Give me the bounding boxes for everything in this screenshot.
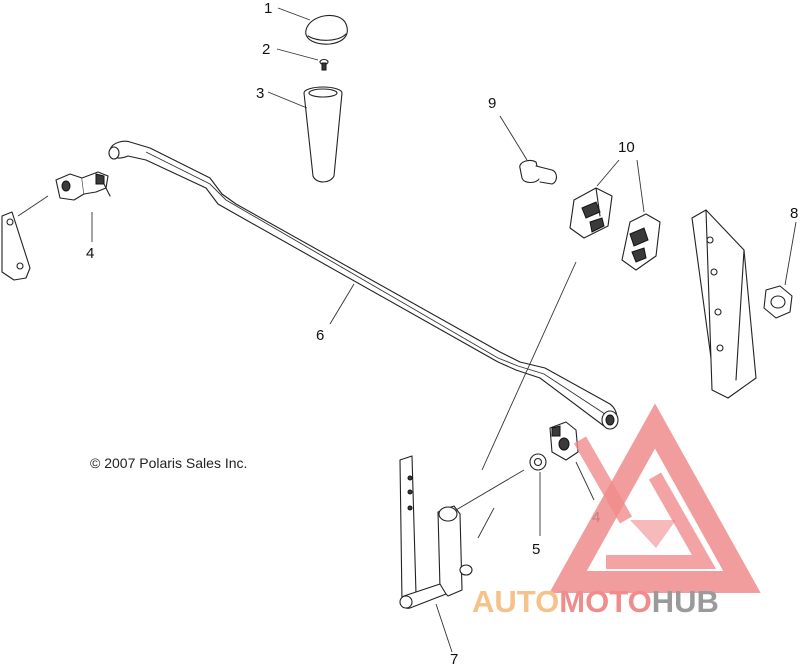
callout-9: 9 — [488, 95, 496, 112]
rod-end-right — [549, 421, 579, 461]
callout-7: 7 — [450, 651, 458, 665]
watermark-logo-icon — [549, 403, 761, 593]
pivot-bolt — [519, 159, 558, 185]
link-arm-left — [1, 211, 31, 281]
bushing-right — [621, 213, 661, 271]
watermark-auto: AUTO — [472, 584, 559, 619]
knob-cap — [305, 14, 348, 45]
callout-6: 6 — [316, 327, 324, 344]
washer — [529, 453, 547, 471]
watermark-text: AUTOMOTOHUB — [472, 584, 719, 619]
bushing-left — [569, 187, 613, 239]
screw — [319, 58, 329, 71]
callout-1: 1 — [264, 0, 272, 17]
copyright-notice: © 2007 Polaris Sales Inc. — [90, 455, 247, 471]
shift-grip — [303, 86, 343, 183]
callout-5: 5 — [532, 541, 540, 558]
rod-end-left — [55, 171, 111, 201]
shift-rod — [108, 140, 619, 430]
callout-10: 10 — [618, 139, 635, 156]
shift-lever — [399, 455, 473, 609]
watermark-moto: MOTO — [559, 584, 651, 619]
lock-nut — [763, 285, 793, 319]
callout-3: 3 — [256, 85, 264, 102]
callout-2: 2 — [262, 41, 270, 58]
watermark-hub: HUB — [652, 584, 719, 619]
callout-4-left: 4 — [86, 245, 94, 262]
callout-8: 8 — [790, 205, 798, 222]
mounting-bracket — [691, 209, 757, 399]
